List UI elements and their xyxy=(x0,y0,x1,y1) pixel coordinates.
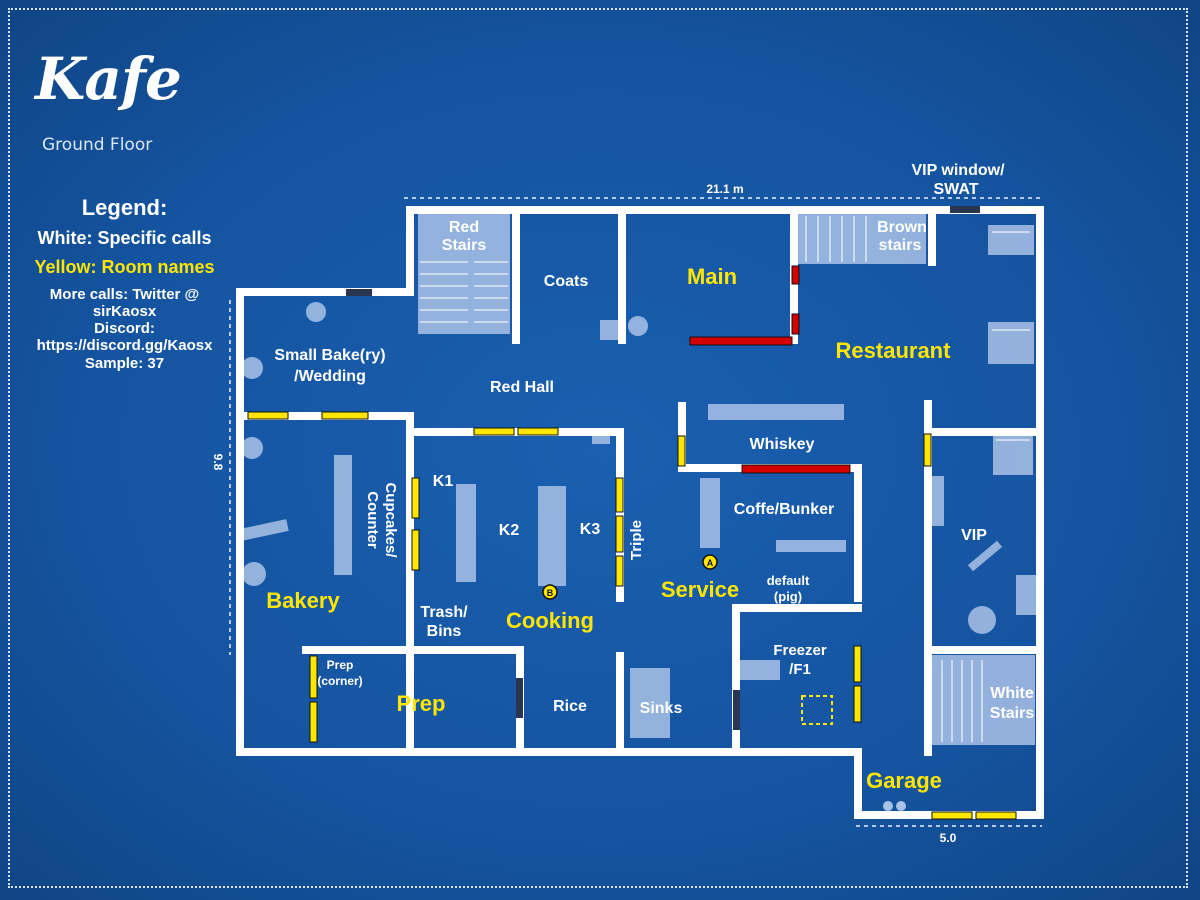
call-k3: K3 xyxy=(580,521,601,538)
dimension-lines xyxy=(229,197,1042,827)
call-red-stairs-line2: Stairs xyxy=(442,237,487,254)
call-prep-corner-line2: (corner) xyxy=(317,674,362,688)
call-prep-corner-line1: Prep xyxy=(327,658,354,672)
call-trash-line2: Bins xyxy=(427,623,462,640)
k2-counter xyxy=(538,486,566,586)
call-white-stairs-line1: White xyxy=(990,685,1034,702)
call-trash-line1: Trash/ xyxy=(420,604,468,621)
room-main: Main xyxy=(687,264,737,289)
room-bakery: Bakery xyxy=(266,588,340,613)
marker-b-label: B xyxy=(547,588,554,598)
floor-subtitle: Ground Floor xyxy=(42,135,153,155)
vip-round-table xyxy=(968,606,996,634)
width-dimension-label: 21.1 m xyxy=(706,182,743,196)
call-rice: Rice xyxy=(553,698,587,715)
call-small-bakery-line2: /Wedding xyxy=(294,368,366,385)
call-freezer-line1: Freezer xyxy=(773,642,827,659)
legend-more-calls: More calls: Twitter @ sirKaosx xyxy=(49,285,200,320)
main-table xyxy=(628,316,648,336)
call-brown-stairs-line1: Brown xyxy=(877,219,927,236)
call-red-hall: Red Hall xyxy=(490,379,554,396)
cupcakes-counter xyxy=(334,455,352,575)
call-coffe-bunker: Coffe/Bunker xyxy=(734,501,834,518)
kafe-logo: Kafe xyxy=(35,45,182,113)
call-coats: Coats xyxy=(544,273,589,290)
vip-bench xyxy=(967,540,1003,572)
coffe-counter xyxy=(776,540,846,552)
call-freezer-line2: /F1 xyxy=(789,661,811,678)
room-garage: Garage xyxy=(866,768,942,793)
stair-steps xyxy=(420,216,1030,742)
restaurant-booth-2 xyxy=(988,322,1034,364)
bakery-table-1 xyxy=(241,437,263,459)
marker-b: B xyxy=(542,584,558,600)
call-default-line2: (pig) xyxy=(774,589,802,604)
bakery-table-2 xyxy=(242,562,266,586)
call-vip-window-line1: VIP window/ xyxy=(911,162,1005,179)
call-brown-stairs-line2: stairs xyxy=(879,237,922,254)
doors xyxy=(346,206,980,730)
freezer-marker xyxy=(801,695,833,725)
vip-booth-1 xyxy=(993,430,1033,475)
wall-west xyxy=(236,206,859,756)
call-k1: K1 xyxy=(433,473,454,490)
call-whiskey: Whiskey xyxy=(750,436,815,453)
sinks-unit xyxy=(630,668,670,738)
marker-a: A xyxy=(702,554,718,570)
call-sinks: Sinks xyxy=(640,700,683,717)
legend-heading: Legend: xyxy=(81,195,168,220)
legend-discord-label: Discord: xyxy=(94,320,155,338)
room-cooking: Cooking xyxy=(506,608,594,633)
garage-dimension-label: 5.0 xyxy=(940,831,957,845)
call-cupcakes-line1: Cupcakes/ xyxy=(382,482,399,558)
wedding-table-1 xyxy=(306,302,326,322)
freezer-shelf xyxy=(740,660,780,680)
garage-item-2 xyxy=(896,801,906,811)
whiskey-bar xyxy=(708,404,844,420)
restaurant-booth-1 xyxy=(988,225,1034,255)
bakery-bench xyxy=(239,519,289,541)
coats-rack xyxy=(600,320,620,340)
red-windows xyxy=(689,265,851,474)
legend-yellow: Yellow: Room names xyxy=(34,256,215,277)
call-default-line1: default xyxy=(767,573,810,588)
legend-white: White: Specific calls xyxy=(37,228,212,249)
room-service: Service xyxy=(661,577,739,602)
vip-booth-2 xyxy=(1016,575,1036,615)
k1-counter xyxy=(456,484,476,582)
legend: Legend: White: Specific calls Yellow: Ro… xyxy=(22,195,227,372)
call-white-stairs-line2: Stairs xyxy=(990,705,1035,722)
call-vip: VIP xyxy=(961,527,987,544)
room-prep: Prep xyxy=(397,691,446,716)
call-vip-window-line2: SWAT xyxy=(933,181,978,198)
yellow-windows xyxy=(247,411,1017,820)
room-restaurant: Restaurant xyxy=(836,338,952,363)
marker-a-label: A xyxy=(707,558,714,568)
call-cupcakes-line2: Counter xyxy=(364,491,381,549)
call-small-bakery-line1: Small Bake(ry) xyxy=(274,347,385,364)
legend-discord-url[interactable]: https://discord.gg/Kaosx xyxy=(36,337,213,355)
call-red-stairs-line1: Red xyxy=(449,219,479,236)
garage-item-1 xyxy=(883,801,893,811)
call-triple: Triple xyxy=(628,520,645,560)
call-k2: K2 xyxy=(499,522,520,539)
legend-sample: Sample: 37 xyxy=(84,354,165,372)
service-counter xyxy=(700,478,720,548)
vip-side-table xyxy=(932,476,944,526)
blueprint-border xyxy=(8,8,1188,888)
height-dimension-label: 9.8 xyxy=(211,454,225,471)
wedding-table-2 xyxy=(241,357,263,379)
